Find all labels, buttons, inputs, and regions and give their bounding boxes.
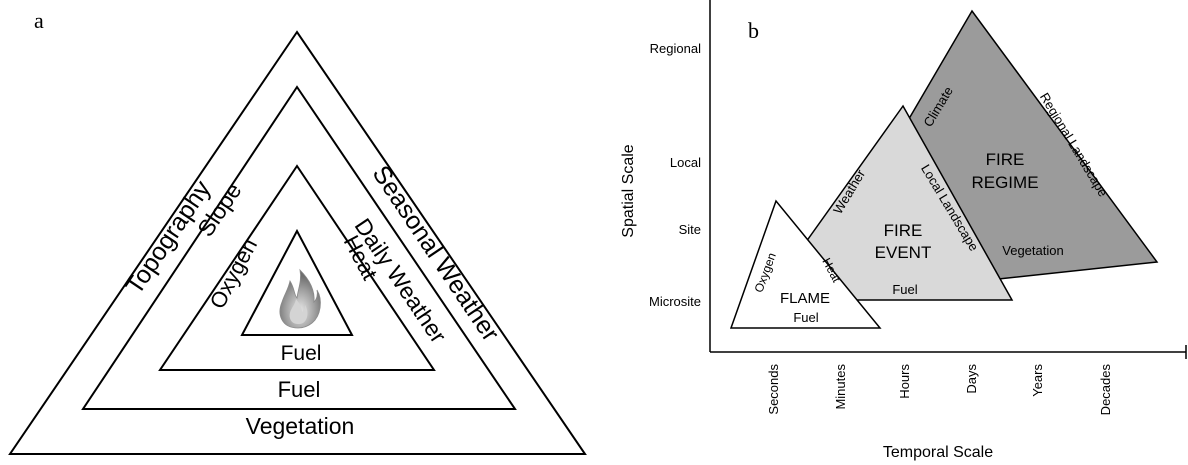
label-fuel-inner: Fuel <box>281 342 322 365</box>
label-fuel-flame: Fuel <box>793 310 818 325</box>
panel-b-letter: b <box>748 18 759 43</box>
fire-event-title-1: FIRE <box>884 221 923 240</box>
label-vegetation-b: Vegetation <box>1002 243 1063 258</box>
y-axis-label: Spatial Scale <box>620 144 637 237</box>
panel-b: b Regional Local Site Microsite Spatial … <box>620 0 1187 461</box>
y-tick-regional: Regional <box>650 41 701 56</box>
fire-regime-title-1: FIRE <box>986 150 1025 169</box>
label-vegetation: Vegetation <box>246 413 355 439</box>
flame-triangle <box>729 199 882 329</box>
x-tick-seconds: Seconds <box>766 364 781 415</box>
x-tick-decades: Decades <box>1098 364 1113 416</box>
x-tick-days: Days <box>964 364 979 394</box>
fire-event-title-2: EVENT <box>875 243 932 262</box>
x-tick-years: Years <box>1030 364 1045 397</box>
flame-icon <box>279 268 321 329</box>
label-fuel-middle: Fuel <box>278 377 321 402</box>
panel-a-letter: a <box>34 8 44 33</box>
x-axis-label: Temporal Scale <box>883 444 993 461</box>
flame-title: FLAME <box>780 290 830 307</box>
y-tick-microsite: Microsite <box>649 294 701 309</box>
panel-a: a Topography Seasonal Weather Vegetation… <box>8 8 587 455</box>
x-tick-hours: Hours <box>897 364 912 399</box>
label-fuel-event: Fuel <box>892 282 917 297</box>
x-tick-minutes: Minutes <box>833 364 848 410</box>
y-tick-local: Local <box>670 155 701 170</box>
core-triangle <box>240 228 354 336</box>
y-tick-site: Site <box>679 222 701 237</box>
fire-regime-title-2: REGIME <box>971 173 1038 192</box>
